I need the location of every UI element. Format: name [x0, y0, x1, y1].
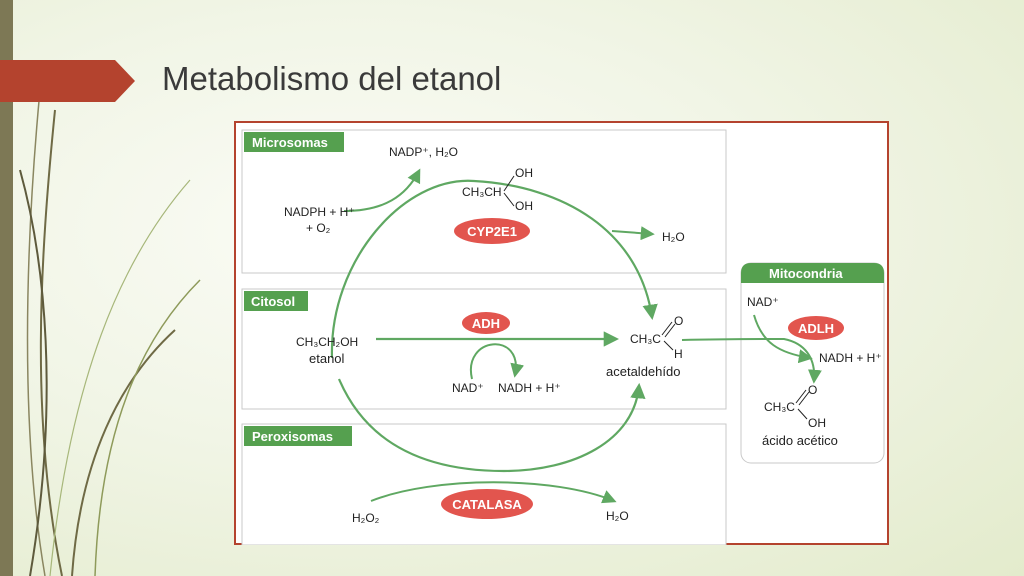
gem-diol-oh-top: OH: [515, 166, 533, 180]
acetic-oh-bond: [797, 408, 808, 420]
nad-nadh-mito-arrow: [753, 314, 813, 364]
microsomas-label-bg: [244, 132, 344, 152]
citosol-label: Citosol: [251, 294, 295, 309]
catalase-pathway-arrow: [337, 378, 646, 473]
decorative-swooshes: [19, 89, 201, 576]
mitocondria-label-bg: [741, 263, 884, 283]
adh-label: ADH: [472, 316, 500, 331]
acetic-double-bond-b: [798, 391, 810, 406]
microsomas-box: [241, 129, 727, 274]
slide-title: Metabolismo del etanol: [162, 60, 502, 97]
water-microsomas-text: H₂O: [662, 230, 685, 244]
hydrogen-peroxide-text: H₂O₂: [352, 511, 380, 525]
adh-badge: [462, 312, 510, 334]
citosol-box: [241, 288, 727, 410]
nad-cytosol-text: NAD⁺: [452, 381, 484, 395]
gem-diol-formula: CH₃CH: [462, 185, 502, 199]
gem-diol-oh-bottom: OH: [515, 199, 533, 213]
nadph-text: NADPH + H⁺: [284, 205, 355, 219]
acetaldehyde-double-bond-b: [664, 323, 676, 338]
oxygen-text: + O₂: [306, 221, 331, 235]
mitocondria-label: Mitocondria: [769, 266, 843, 281]
cyp2e1-badge: [454, 218, 530, 244]
left-stripe: [0, 0, 13, 576]
acetic-o: O: [808, 383, 817, 397]
nadp-water-text: NADP⁺, H₂O: [389, 145, 458, 159]
acetaldehyde-h: H: [674, 347, 683, 361]
nadh-cytosol-text: NADH + H⁺: [498, 381, 561, 395]
peroxisomas-label-bg: [244, 426, 352, 446]
acetaldehyde-double-bond-a: [661, 321, 673, 336]
microsomal-pathway-arrow: [330, 179, 658, 359]
nad-nadh-cyto-arrow: [469, 343, 525, 380]
acetaldehyde-name: acetaldehído: [606, 364, 680, 379]
acetic-acid-name: ácido acético: [762, 433, 838, 448]
cyp2e1-label: CYP2E1: [467, 224, 517, 239]
h2o2-to-h2o-arrow: [370, 481, 617, 504]
acetaldehyde-o: O: [674, 314, 683, 328]
catalasa-label: CATALASA: [452, 497, 522, 512]
citosol-label-bg: [244, 291, 308, 311]
title-arrow-shape: [0, 60, 135, 102]
gem-diol-bond-bottom: [503, 192, 515, 207]
nad-mito-text: NAD⁺: [747, 295, 779, 309]
peroxisomas-label: Peroxisomas: [252, 429, 333, 444]
ethanol-formula: CH₃CH₂OH: [296, 335, 358, 349]
water-peroxisomas-text: H₂O: [606, 509, 629, 523]
adlh-badge: [788, 316, 844, 340]
water-release-arrow: [611, 226, 655, 241]
acetaldehyde-h-bond: [663, 340, 674, 351]
acetic-oh: OH: [808, 416, 826, 430]
acetic-formula: CH₃C: [764, 400, 795, 414]
catalasa-badge: [441, 489, 533, 519]
nadh-mito-text: NADH + H⁺: [819, 351, 882, 365]
ethanol-name: etanol: [309, 351, 345, 366]
acetaldehyde-formula: CH₃C: [630, 332, 661, 346]
ethanol-metabolism-diagram: Microsomas Citosol Peroxisomas Mitocondr…: [241, 129, 885, 545]
acetic-double-bond-a: [795, 389, 807, 404]
nadph-to-nadp-arrow: [343, 168, 421, 212]
gem-diol-bond-top: [503, 175, 515, 192]
microsomas-label: Microsomas: [252, 135, 328, 150]
adlh-label: ADLH: [798, 321, 834, 336]
